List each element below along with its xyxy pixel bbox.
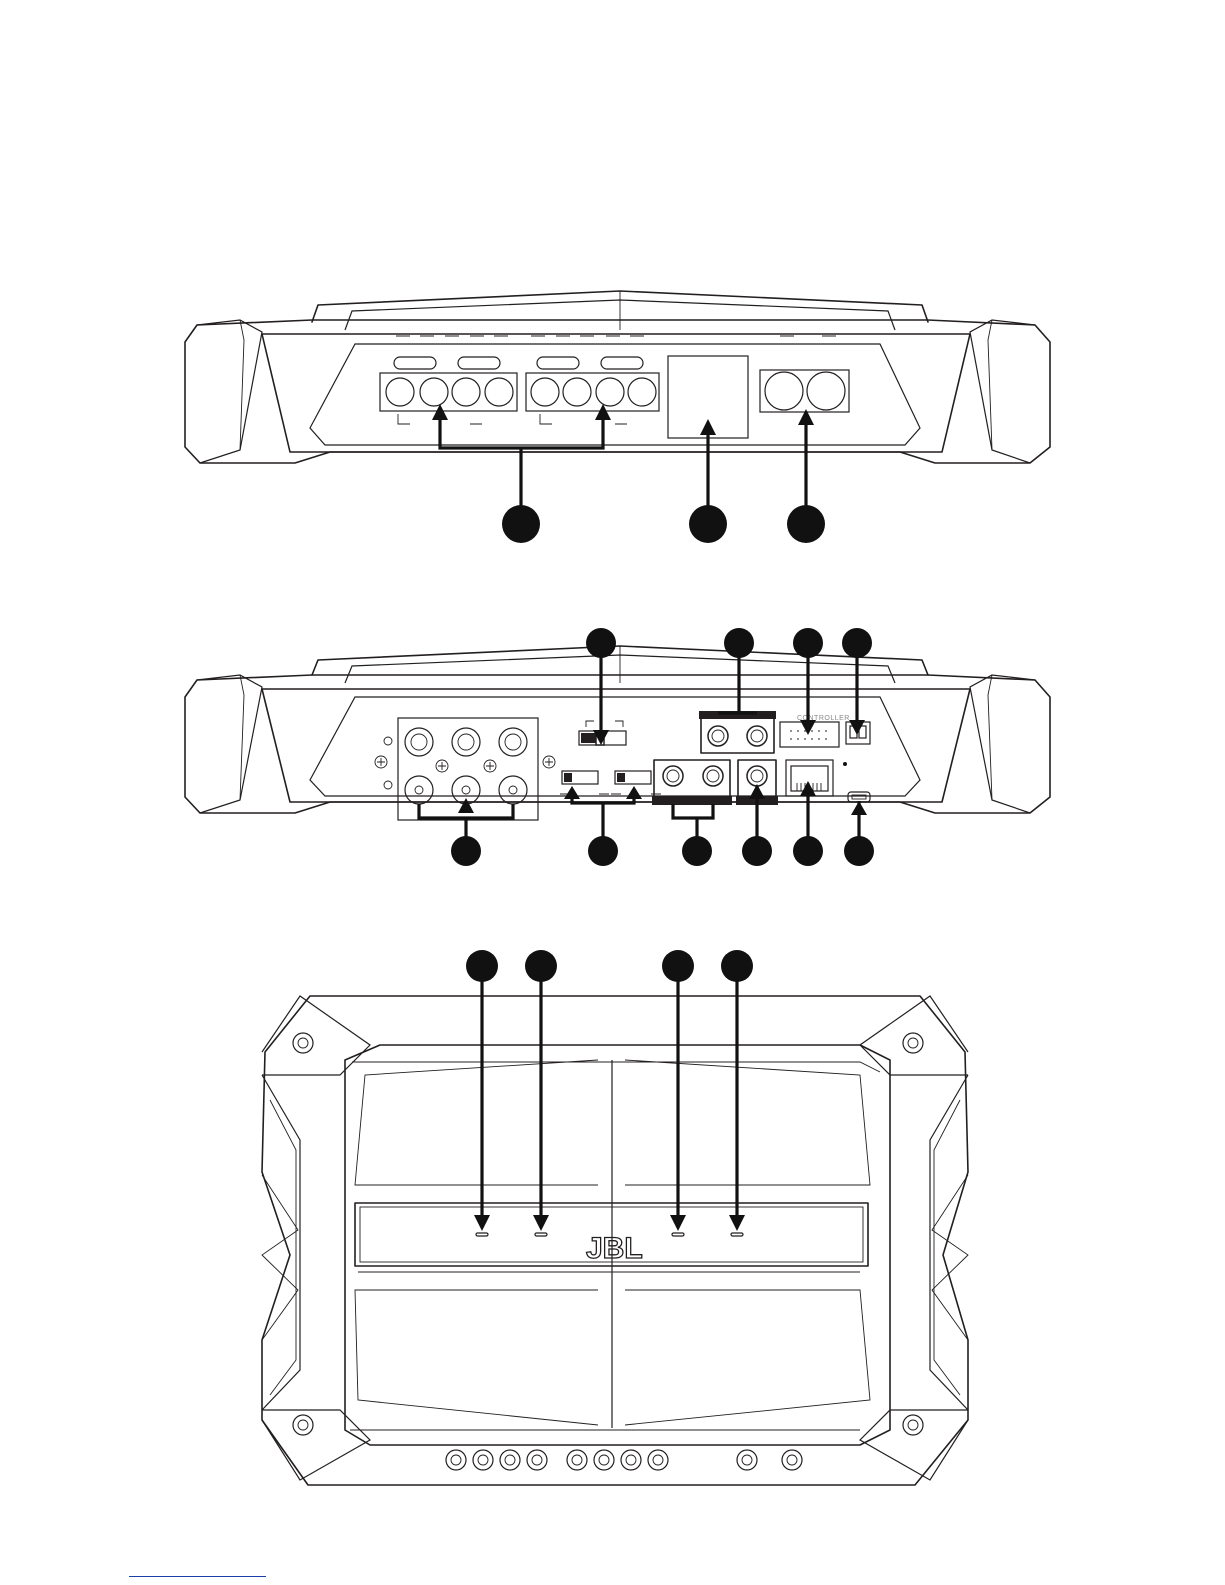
jbl-logo: JBL — [586, 1232, 643, 1265]
speaker-terminal-block-right — [526, 357, 659, 424]
callout-remote-port — [842, 628, 872, 658]
speaker-terminal-block-left — [380, 357, 517, 424]
callout-controller-port — [793, 628, 823, 658]
callout-sub-output — [742, 836, 772, 866]
crossover-switches — [560, 771, 661, 794]
callout-usb-port — [844, 836, 874, 866]
front-panel-view — [185, 291, 1050, 543]
callout-rj45-port — [793, 836, 823, 866]
callout-led-2 — [525, 950, 557, 982]
callout-led-4 — [721, 950, 753, 982]
callout-speaker-terminals — [502, 505, 540, 543]
callout-mode-switch — [586, 628, 616, 658]
callout-fuse — [689, 505, 727, 543]
speaker-output-upper — [699, 711, 776, 753]
top-view: JBL — [262, 950, 968, 1485]
footer-link-underline — [129, 1576, 266, 1577]
callout-speaker-output-lower — [682, 836, 712, 866]
callout-led-3 — [662, 950, 694, 982]
controller-port: CONTROLLER — [780, 715, 850, 747]
bottom-terminals — [446, 1450, 802, 1470]
callout-crossover-switches — [588, 836, 618, 866]
callout-speaker-output-upper — [724, 628, 754, 658]
power-terminal-block — [760, 370, 849, 412]
callout-rca-inputs — [451, 836, 481, 866]
rear-panel-view: CONTROLLER — [185, 628, 1050, 866]
callout-led-1 — [466, 950, 498, 982]
callout-power-terminals — [787, 505, 825, 543]
